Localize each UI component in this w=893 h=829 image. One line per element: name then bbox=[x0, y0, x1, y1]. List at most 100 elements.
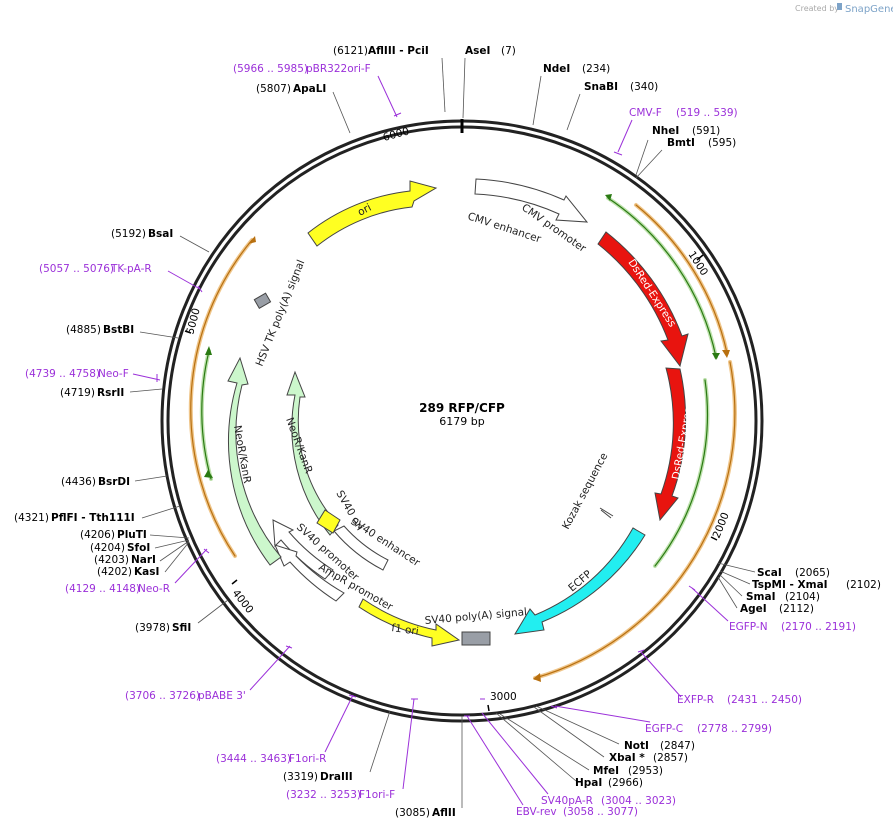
enzyme-bsai: BsaI bbox=[148, 228, 173, 240]
sv40-polya-label: SV40 poly(A) signal bbox=[424, 606, 527, 627]
snapgene-logo-text[interactable]: SnapGene bbox=[845, 4, 893, 15]
enzyme-nhei: NheI bbox=[652, 125, 679, 137]
enzyme-pflfi: PflFI - Tth111I bbox=[51, 512, 135, 524]
kozak-label: Kozak sequence bbox=[560, 451, 610, 531]
primer-pbabe-range: (3706 .. 3726) bbox=[125, 690, 200, 702]
enzyme-sfii: SfiI bbox=[172, 622, 191, 634]
primer-egfpc-range: (2778 .. 2799) bbox=[697, 723, 772, 735]
enzyme-apali: ApaLI bbox=[293, 83, 326, 95]
enzyme-scai: ScaI bbox=[757, 567, 782, 579]
enzyme-draiii-pos: (3319) bbox=[283, 771, 318, 783]
enzyme-sfoi: SfoI bbox=[127, 542, 150, 554]
primer-leaders bbox=[132, 75, 729, 806]
plasmid-size: 6179 bp bbox=[439, 415, 484, 428]
enzyme-bmti-pos: (595) bbox=[708, 137, 736, 149]
tick-3000: 3000 bbox=[490, 691, 517, 703]
primer-egfpn-name: EGFP-N bbox=[729, 621, 768, 633]
primer-tkpar-name: TK-pA-R bbox=[110, 263, 152, 275]
enzyme-bstbi-pos: (4885) bbox=[66, 324, 101, 336]
enzyme-tspmi: TspMI - XmaI bbox=[752, 579, 828, 591]
enzyme-draiii: DraIII bbox=[320, 771, 353, 783]
enzyme-asei-pos: (7) bbox=[501, 45, 516, 57]
enzyme-mfei-pos: (2953) bbox=[628, 765, 663, 777]
enzyme-aflii: AflII bbox=[432, 807, 456, 819]
f1-ori-arrow bbox=[358, 598, 461, 647]
dsred-label-1: DsRed-Express bbox=[625, 257, 678, 329]
primer-pbr322-range: (5966 .. 5985) bbox=[233, 63, 308, 75]
primer-sv40par-range: (3004 .. 3023) bbox=[601, 795, 676, 807]
primer-ebvrev-range: (3058 .. 3077) bbox=[563, 806, 638, 818]
strand-arrowheads bbox=[204, 194, 730, 682]
hsv-tk-label: HSV TK poly(A) signal bbox=[254, 258, 308, 368]
primer-f1orir-name: F1ori-R bbox=[289, 753, 326, 765]
sv40-polya-box bbox=[461, 631, 491, 646]
tick-marks bbox=[184, 254, 718, 712]
primer-cmvf-name: CMV-F bbox=[629, 107, 662, 119]
enzyme-bsai-pos: (5192) bbox=[111, 228, 146, 240]
plasmid-name: 289 RFP/CFP bbox=[419, 401, 505, 415]
enzyme-agei: AgeI bbox=[740, 603, 767, 615]
primer-f1orif-range: (3232 .. 3253) bbox=[286, 789, 361, 801]
primer-labels: (5966 .. 5985) pBR322ori-F CMV-F (519 ..… bbox=[25, 63, 856, 818]
enzyme-apali-pos: (5807) bbox=[256, 83, 291, 95]
enzyme-ndei: NdeI bbox=[543, 63, 570, 75]
primer-neor-range: (4129 .. 4148) bbox=[65, 583, 140, 595]
primer-exfpr-name: EXFP-R bbox=[677, 694, 714, 706]
enzyme-aflii-pos: (3085) bbox=[395, 807, 430, 819]
enzyme-hpai-pos: (2966) bbox=[608, 777, 643, 789]
enzyme-pluti-pos: (4206) bbox=[80, 529, 115, 541]
enzyme-ndei-pos: (234) bbox=[582, 63, 610, 75]
f1-ori-label: f1 ori bbox=[391, 622, 420, 638]
cmv-promoter-arrow bbox=[474, 178, 589, 223]
enzyme-leaders bbox=[129, 57, 756, 808]
enzyme-bsrdi: BsrDI bbox=[98, 476, 130, 488]
enzyme-bmti: BmtI bbox=[667, 137, 695, 149]
snapgene-logo-icon bbox=[837, 3, 842, 10]
created-by-text: Created by bbox=[795, 4, 839, 13]
enzyme-rsrii-pos: (4719) bbox=[60, 387, 95, 399]
neo-outer-arrow bbox=[227, 356, 282, 566]
enzyme-nari: NarI bbox=[131, 554, 156, 566]
strand-arcs bbox=[188, 196, 737, 680]
ampr-promoter-arrow bbox=[274, 544, 345, 602]
enzyme-xbai: XbaI * bbox=[609, 752, 645, 764]
enzyme-kasi-pos: (4202) bbox=[97, 566, 132, 578]
kozak-mark bbox=[599, 507, 614, 517]
enzyme-labels: (6121) AflIII - PciI AseI (7) NdeI (234)… bbox=[14, 45, 881, 819]
primer-neof-range: (4739 .. 4758) bbox=[25, 368, 100, 380]
primer-pbr322-name: pBR322ori-F bbox=[306, 63, 371, 75]
primer-f1orif-name: F1ori-F bbox=[359, 789, 395, 801]
enzyme-snabi-pos: (340) bbox=[630, 81, 658, 93]
enzyme-noti-pos: (2847) bbox=[660, 740, 695, 752]
primer-exfpr-range: (2431 .. 2450) bbox=[727, 694, 802, 706]
primer-ebvrev-name: EBV-rev bbox=[516, 806, 557, 818]
sv40-enhancer-box bbox=[333, 525, 389, 571]
enzyme-snabi: SnaBI bbox=[584, 81, 618, 93]
primer-egfpn-range: (2170 .. 2191) bbox=[781, 621, 856, 633]
enzyme-xbai-pos: (2857) bbox=[653, 752, 688, 764]
enzyme-asei: AseI bbox=[465, 45, 490, 57]
feature-arrows bbox=[227, 178, 689, 647]
ori-arrow bbox=[307, 180, 438, 247]
enzyme-rsrii: RsrII bbox=[97, 387, 124, 399]
primer-neof-name: Neo-F bbox=[98, 368, 129, 380]
enzyme-smai: SmaI bbox=[746, 591, 776, 603]
tick-6000: 6000 bbox=[382, 125, 411, 144]
enzyme-afliii-pcii-pos: (6121) bbox=[333, 45, 368, 57]
enzyme-tspmi-pos: (2102) bbox=[846, 579, 881, 591]
enzyme-pflfi-pos: (4321) bbox=[14, 512, 49, 524]
primer-tkpar-range: (5057 .. 5076) bbox=[39, 263, 114, 275]
neo-inner-arrow bbox=[286, 370, 339, 536]
dsred-arrow-2 bbox=[654, 367, 687, 522]
enzyme-pluti: PluTI bbox=[117, 529, 147, 541]
primer-cmvf-range: (519 .. 539) bbox=[676, 107, 738, 119]
enzyme-nari-pos: (4203) bbox=[94, 554, 129, 566]
primer-neor-name: Neo-R bbox=[138, 583, 170, 595]
enzyme-afliii-pcii: AflIII - PciI bbox=[368, 45, 429, 57]
ori-label: ori bbox=[356, 202, 374, 219]
sv40-promoter-arrow bbox=[272, 519, 334, 580]
hsv-tk-box bbox=[253, 292, 272, 310]
enzyme-bsrdi-pos: (4436) bbox=[61, 476, 96, 488]
enzyme-nhei-pos: (591) bbox=[692, 125, 720, 137]
